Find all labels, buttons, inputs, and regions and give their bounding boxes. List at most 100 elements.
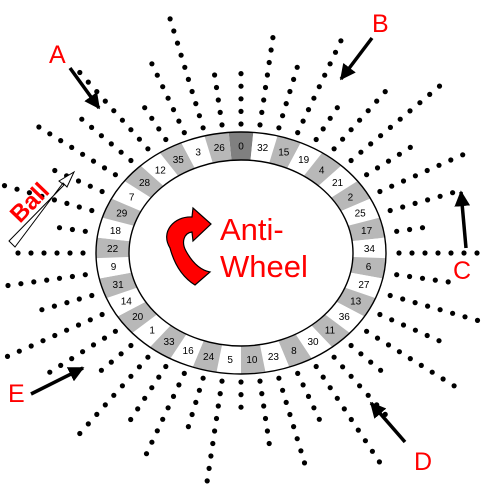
- spoke-dot: [182, 64, 188, 70]
- spoke-dot: [385, 342, 392, 348]
- pocket-number: 9: [111, 262, 117, 273]
- pocket-number: 3: [195, 148, 201, 159]
- spoke-dot: [394, 272, 400, 278]
- wheel-pocket: [111, 181, 151, 212]
- spoke-dot: [358, 149, 364, 155]
- spoke-dot: [14, 186, 20, 192]
- spoke-dot: [67, 250, 73, 256]
- spoke-dot: [56, 275, 63, 281]
- spoke-dot: [436, 83, 443, 89]
- spoke-dot: [301, 460, 308, 466]
- spoke-dot: [80, 151, 86, 157]
- spoke-dot: [322, 72, 328, 78]
- spoke-dot: [389, 183, 395, 189]
- spoke-dot: [160, 416, 166, 422]
- spoke-dot: [448, 157, 454, 163]
- ball-indicator: Ball: [5, 170, 76, 248]
- pocket-number: 26: [214, 143, 226, 154]
- spoke-dot: [181, 370, 187, 376]
- spoke-dot: [80, 349, 86, 355]
- spoke-dot: [28, 343, 34, 349]
- spoke-dot: [268, 47, 274, 53]
- wheel-pocket: [140, 152, 179, 186]
- arrow-d-icon: [369, 401, 407, 444]
- spoke-dot: [76, 296, 82, 302]
- spoke-dot: [262, 415, 269, 422]
- spoke-dot: [89, 124, 95, 130]
- spoke-dot: [135, 406, 141, 412]
- spoke-dot: [474, 250, 480, 256]
- pocket-number: 34: [364, 244, 376, 255]
- spoke-dot: [374, 98, 380, 104]
- spoke-dot: [396, 349, 402, 355]
- pocket-number: 15: [278, 148, 290, 159]
- spoke-dot: [54, 250, 60, 256]
- spoke-dot: [82, 272, 88, 278]
- spoke-dot: [82, 228, 88, 234]
- spoke-dot: [193, 399, 199, 405]
- pocket-number: 32: [257, 143, 269, 154]
- wheel-pocket: [149, 325, 187, 359]
- spoke-dot: [112, 172, 118, 178]
- spoke-dot: [238, 404, 244, 410]
- spoke-dot: [178, 52, 184, 58]
- spoke-dot: [77, 430, 83, 437]
- spoke-dot: [362, 438, 368, 444]
- spoke-dot: [69, 226, 75, 233]
- spoke-dot: [154, 428, 160, 434]
- spoke-dot: [39, 307, 45, 313]
- spoke-dot: [376, 459, 382, 465]
- spoke-dot: [316, 416, 322, 422]
- spoke-dot: [397, 116, 403, 122]
- spoke-dot: [320, 126, 326, 132]
- ball-arrow-icon: [8, 170, 76, 248]
- spoke-dot: [167, 16, 173, 22]
- spoke-dot: [313, 136, 319, 143]
- spoke-dot: [259, 109, 265, 115]
- spoke-dot: [378, 133, 384, 139]
- spoke-dot: [357, 383, 363, 389]
- spoke-dot: [87, 183, 93, 189]
- wheel-pocket: [97, 217, 134, 242]
- spoke-dot: [47, 131, 53, 137]
- spoke-dot: [149, 115, 155, 121]
- spoke-dot: [26, 190, 32, 196]
- spoke-dot: [257, 378, 263, 384]
- pocket-number: 16: [183, 346, 195, 357]
- wheel-pocket: [216, 344, 241, 374]
- spoke-dot: [238, 379, 244, 385]
- spoke-dot: [348, 373, 354, 379]
- spoke-dot: [283, 101, 289, 107]
- wheel-pocket: [228, 132, 254, 161]
- spoke-dot: [238, 71, 244, 77]
- spoke-dot: [357, 117, 363, 123]
- spoke-dot: [212, 72, 218, 78]
- spoke-dot: [69, 144, 75, 150]
- spoke-dot: [409, 250, 415, 256]
- spoke-dot: [44, 277, 50, 283]
- spoke-dot: [90, 158, 97, 164]
- spoke-dot: [382, 89, 388, 95]
- spoke-dot: [387, 124, 393, 130]
- spoke-dot: [364, 328, 370, 334]
- spoke-dot: [98, 367, 104, 373]
- spoke-dot: [142, 395, 148, 401]
- pocket-number: 23: [268, 352, 280, 363]
- spoke-dot: [276, 375, 282, 381]
- wheel-pocket: [341, 198, 380, 226]
- spoke-dot: [136, 136, 142, 142]
- spoke-dot: [334, 105, 340, 111]
- spoke-dot: [462, 314, 468, 320]
- spoke-dot: [348, 342, 354, 349]
- spoke-dot: [400, 296, 406, 302]
- wheel-outer-rim: [95, 131, 387, 375]
- wheel-pocket: [204, 132, 232, 164]
- spoke-dot: [64, 327, 70, 333]
- spoke-dot: [102, 402, 108, 408]
- spoke-dot: [412, 327, 418, 333]
- spoke-dot: [238, 121, 244, 127]
- spoke-dot: [276, 125, 282, 131]
- spoke-dot: [287, 411, 293, 418]
- wheel-pocket: [311, 314, 350, 348]
